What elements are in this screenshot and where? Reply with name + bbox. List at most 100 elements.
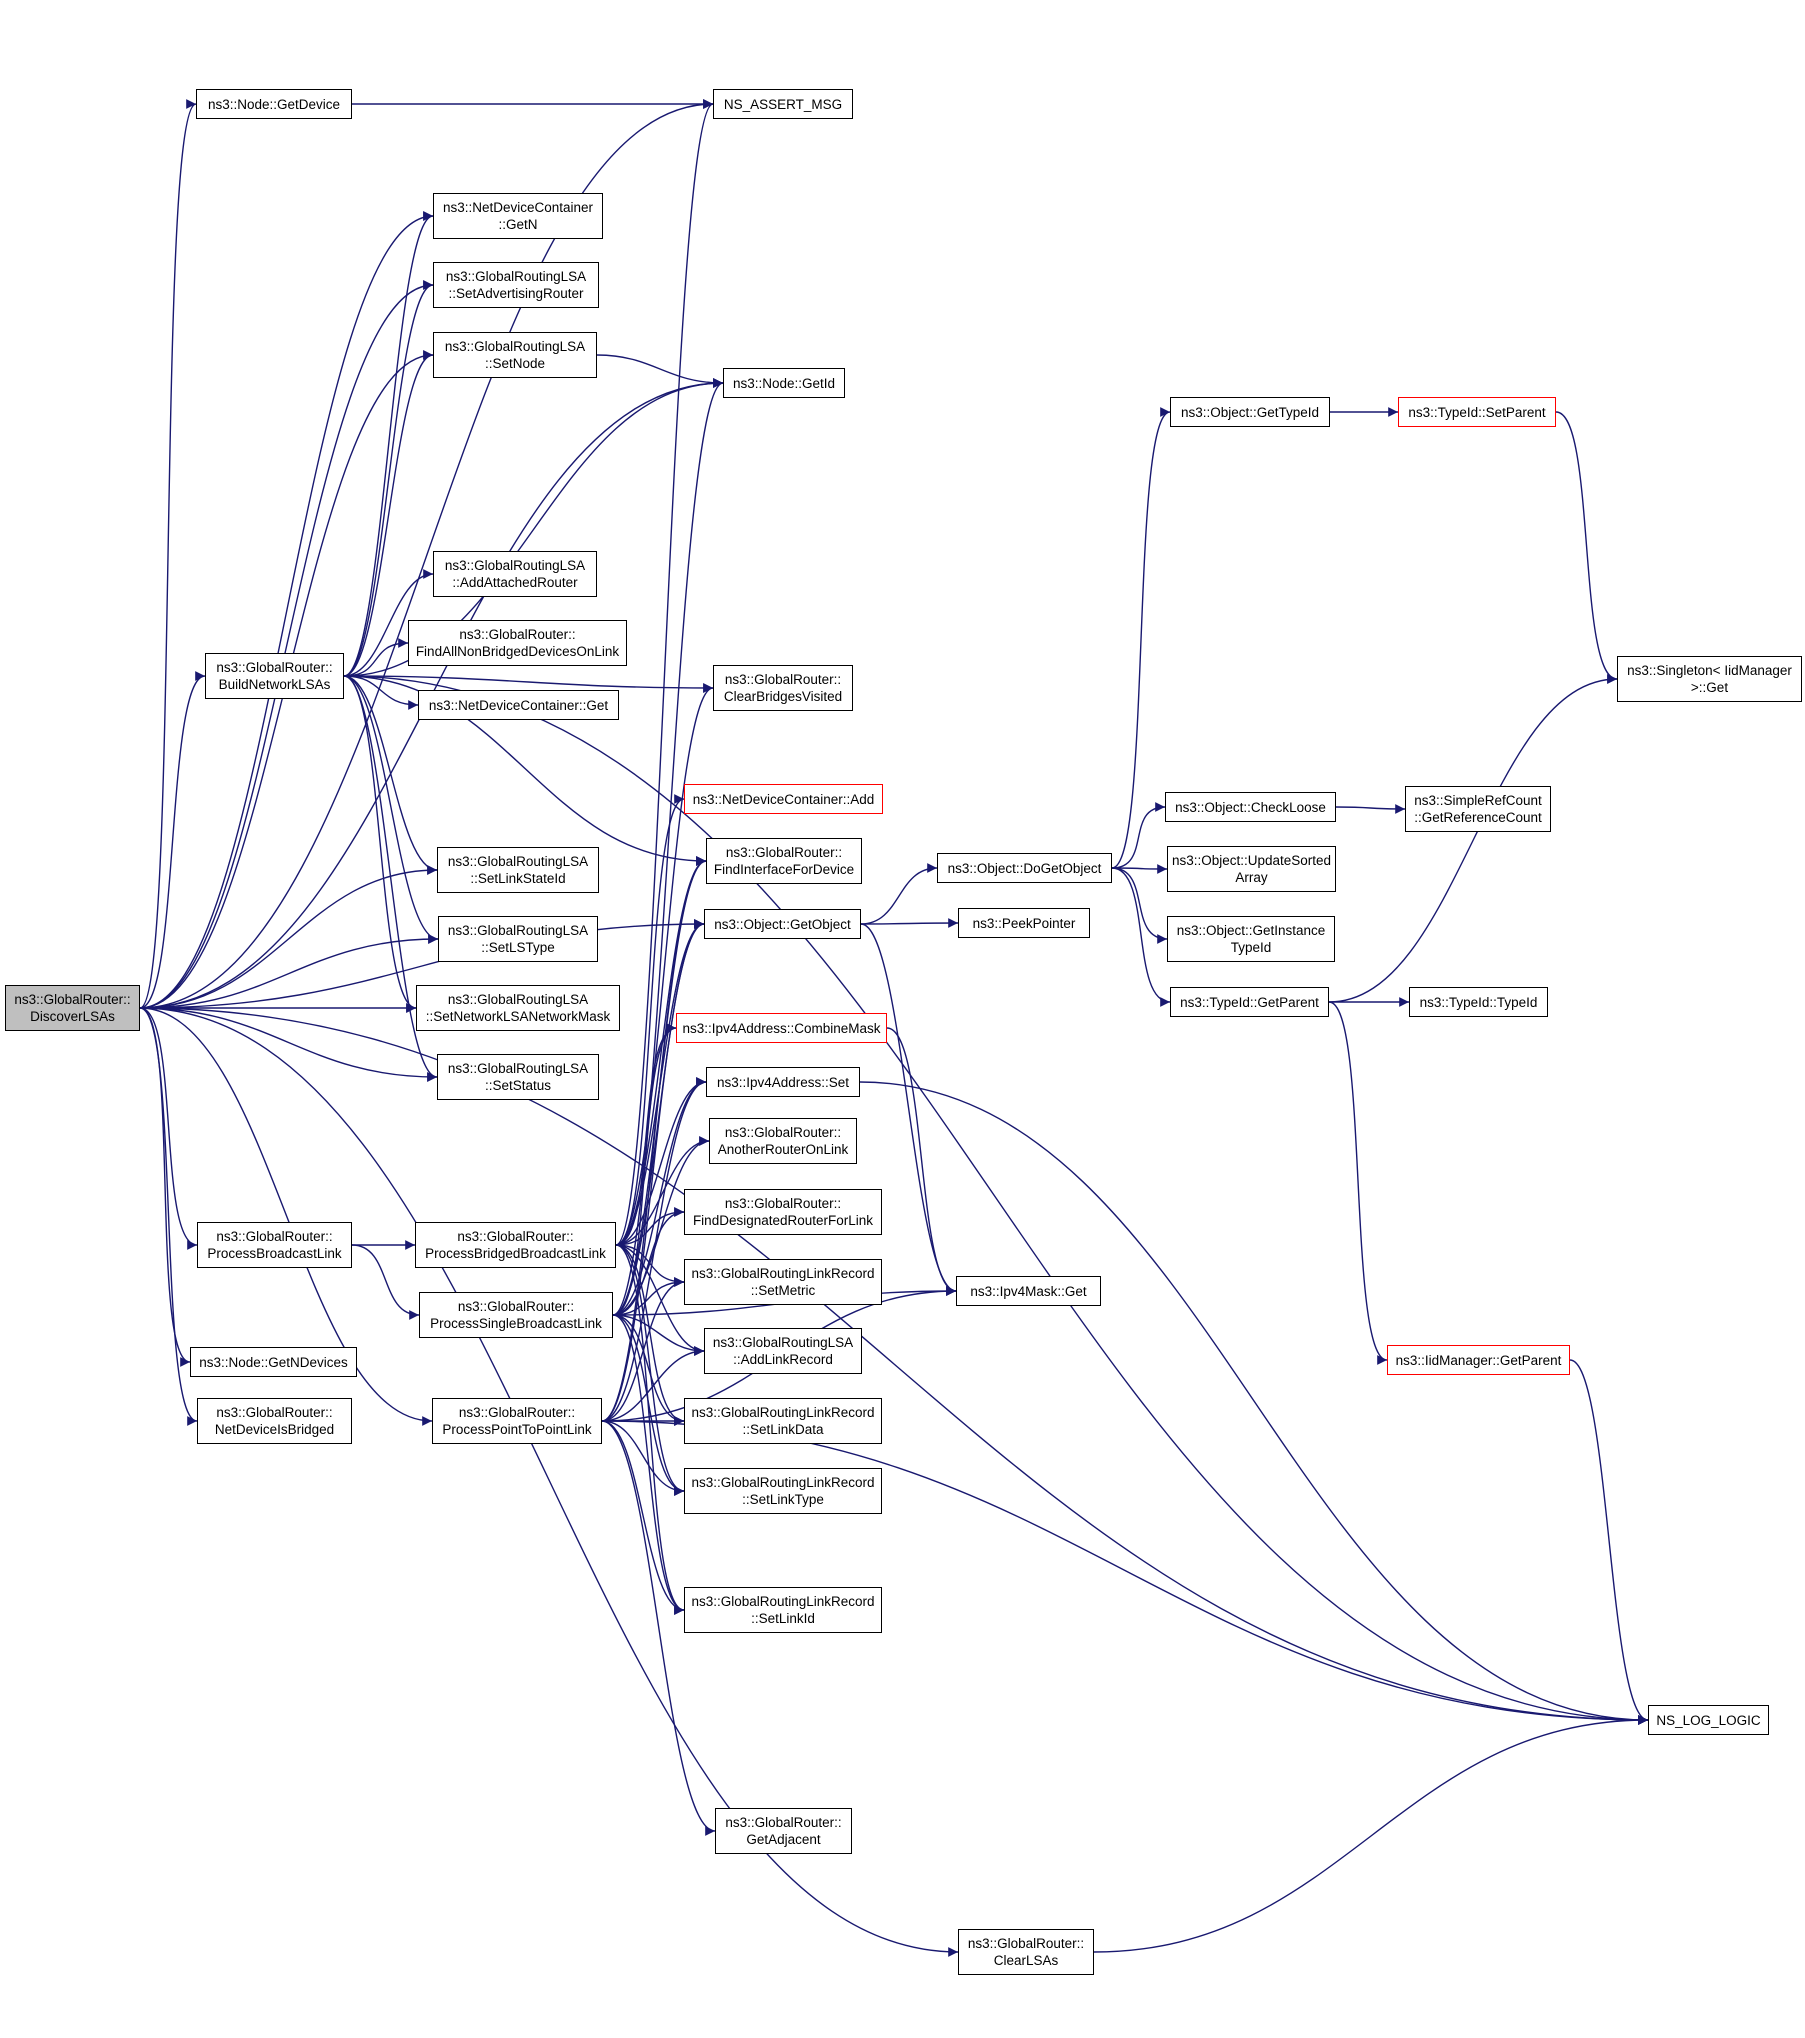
edge-gr-buildnetwork-to-gr-clearbridges <box>343 675 714 693</box>
edge-gr-buildnetwork-to-lsa-addattached <box>343 569 434 677</box>
node-gr-procsingle[interactable]: ns3::GlobalRouter::ProcessSingleBroadcas… <box>419 1292 613 1338</box>
node-label-line: ::SetNode <box>484 356 546 371</box>
node-typeid-setparent[interactable]: ns3::TypeId::SetParent <box>1398 397 1556 427</box>
edge-gr-procp2p-to-gr-getadjacent <box>601 1420 716 1836</box>
node-ipv4-set[interactable]: ns3::Ipv4Address::Set <box>706 1067 860 1097</box>
node-lsa-setlinkstateid[interactable]: ns3::GlobalRoutingLSA::SetLinkStateId <box>437 847 599 893</box>
node-label-line: ::SetLSType <box>481 940 555 955</box>
node-gr-anotherrouter[interactable]: ns3::GlobalRouter::AnotherRouterOnLink <box>709 1118 857 1164</box>
node-gr-findallnonbridged[interactable]: ns3::GlobalRouter::FindAllNonBridgedDevi… <box>408 620 627 666</box>
edge-gr-procbridged-to-assert <box>615 99 714 1246</box>
node-lsa-addlinkrecord[interactable]: ns3::GlobalRoutingLSA::AddLinkRecord <box>704 1328 862 1374</box>
edge-gr-procsingle-to-lr-setlinktype <box>612 1314 685 1496</box>
node-iidmanager-getparent[interactable]: ns3::IidManager::GetParent <box>1387 1345 1570 1375</box>
edge-iidmanager-getparent-to-ns-log-logic <box>1569 1359 1649 1725</box>
node-gr-finddesignated[interactable]: ns3::GlobalRouter::FindDesignatedRouterF… <box>684 1189 882 1235</box>
node-label-line: ns3::GlobalRoutingLSA <box>447 992 589 1007</box>
node-gr-getadjacent[interactable]: ns3::GlobalRouter::GetAdjacent <box>715 1808 852 1854</box>
node-label-line: ns3::GlobalRoutingLSA <box>447 854 589 869</box>
node-gr-clearlsas[interactable]: ns3::GlobalRouter::ClearLSAs <box>958 1929 1094 1975</box>
node-label-line: ns3::NetDeviceContainer::Get <box>428 697 609 713</box>
node-label-line: ns3::GlobalRouter:: <box>725 845 843 860</box>
node-label-line: ns3::GlobalRouter:: <box>725 1815 842 1830</box>
node-label-line: ns3::GlobalRouter:: <box>724 672 842 687</box>
node-getdevice[interactable]: ns3::Node::GetDevice <box>196 89 352 119</box>
node-simplerefcount[interactable]: ns3::SimpleRefCount::GetReferenceCount <box>1405 786 1551 832</box>
node-lsa-setnode[interactable]: ns3::GlobalRoutingLSA::SetNode <box>433 332 597 378</box>
node-lsa-setadv[interactable]: ns3::GlobalRoutingLSA::SetAdvertisingRou… <box>433 262 599 308</box>
edge-obj-dogetobject-to-typeid-getparent <box>1111 867 1171 1007</box>
node-root[interactable]: ns3::GlobalRouter::DiscoverLSAs <box>5 985 140 1031</box>
node-typeid-typeid[interactable]: ns3::TypeId::TypeId <box>1409 987 1548 1017</box>
edge-obj-getobject-to-ipv4mask-get <box>860 923 957 1296</box>
node-label-line: TypeId <box>1230 940 1272 955</box>
node-ipv4mask-get[interactable]: ns3::Ipv4Mask::Get <box>956 1276 1101 1306</box>
node-label-line: ns3::GlobalRoutingLSA <box>712 1335 854 1350</box>
node-label-line: ns3::GlobalRoutingLSA <box>447 923 589 938</box>
edge-gr-procp2p-to-lr-setlinkid <box>601 1420 685 1615</box>
edge-obj-getobject-to-obj-dogetobject <box>860 863 938 925</box>
edge-gr-procbridged-to-ipv4-set <box>615 1077 707 1246</box>
node-lr-setmetric[interactable]: ns3::GlobalRoutingLinkRecord::SetMetric <box>684 1259 882 1305</box>
edge-obj-dogetobject-to-obj-getinstance <box>1111 867 1168 944</box>
edge-gr-procsingle-to-lr-setlinkdata <box>612 1314 685 1426</box>
node-node-getndevices[interactable]: ns3::Node::GetNDevices <box>190 1347 357 1377</box>
node-label-line: DiscoverLSAs <box>30 1009 115 1024</box>
node-gr-procp2p[interactable]: ns3::GlobalRouter::ProcessPointToPointLi… <box>432 1398 602 1444</box>
node-gr-findiface[interactable]: ns3::GlobalRouter::FindInterfaceForDevic… <box>706 838 862 884</box>
edge-obj-dogetobject-to-obj-checkloose <box>1111 802 1166 869</box>
node-label-line: ::SetStatus <box>484 1078 552 1093</box>
node-label-line: ProcessPointToPointLink <box>442 1422 592 1437</box>
node-lsa-setnetmask[interactable]: ns3::GlobalRoutingLSA::SetNetworkLSANetw… <box>416 985 620 1031</box>
node-label-line: ns3::NetDeviceContainer::Add <box>692 791 875 807</box>
edge-typeid-getparent-to-iidmanager-getparent <box>1328 1001 1388 1365</box>
node-label-line: ns3::Object::GetTypeId <box>1180 404 1320 420</box>
node-obj-gettypeid[interactable]: ns3::Object::GetTypeId <box>1170 397 1330 427</box>
node-label-line: ProcessSingleBroadcastLink <box>430 1316 602 1331</box>
node-gr-procbridged[interactable]: ns3::GlobalRouter::ProcessBridgedBroadca… <box>415 1222 616 1268</box>
node-ipv4-combinemask[interactable]: ns3::Ipv4Address::CombineMask <box>676 1013 887 1043</box>
node-gr-procbroadcast[interactable]: ns3::GlobalRouter::ProcessBroadcastLink <box>197 1222 352 1268</box>
node-gr-netdevbridged[interactable]: ns3::GlobalRouter::NetDeviceIsBridged <box>197 1398 352 1444</box>
node-typeid-getparent[interactable]: ns3::TypeId::GetParent <box>1170 987 1329 1017</box>
node-label-line: ns3::GlobalRoutingLinkRecord <box>691 1594 875 1609</box>
node-lr-setlinkdata[interactable]: ns3::GlobalRoutingLinkRecord::SetLinkDat… <box>684 1398 882 1444</box>
node-lsa-setstatus[interactable]: ns3::GlobalRoutingLSA::SetStatus <box>437 1054 599 1100</box>
node-lsa-setlstype[interactable]: ns3::GlobalRoutingLSA::SetLSType <box>438 916 598 962</box>
node-assert[interactable]: NS_ASSERT_MSG <box>713 89 853 119</box>
node-label-line: ::GetN <box>498 217 538 232</box>
node-ndc-add[interactable]: ns3::NetDeviceContainer::Add <box>684 784 883 814</box>
node-label-line: ns3::Ipv4Address::CombineMask <box>682 1020 881 1036</box>
node-node-getid[interactable]: ns3::Node::GetId <box>723 368 845 398</box>
edge-obj-getobject-to-peekpointer <box>860 918 959 928</box>
node-singleton-get[interactable]: ns3::Singleton< IidManager>::Get <box>1617 656 1802 702</box>
node-label-line: FindAllNonBridgedDevicesOnLink <box>415 644 620 659</box>
node-gr-buildnetwork[interactable]: ns3::GlobalRouter::BuildNetworkLSAs <box>205 653 344 699</box>
edge-gr-procsingle-to-gr-finddesignated <box>612 1207 685 1316</box>
node-label-line: ClearLSAs <box>993 1953 1059 1968</box>
node-obj-getobject[interactable]: ns3::Object::GetObject <box>704 909 861 939</box>
node-ndc-getn[interactable]: ns3::NetDeviceContainer::GetN <box>433 193 603 239</box>
edge-gr-procp2p-to-lr-setmetric <box>601 1277 685 1422</box>
node-label-line: ns3::GlobalRouter:: <box>967 1936 1085 1951</box>
edge-root-to-ndc-getn <box>139 211 434 1009</box>
node-label-line: ns3::PeekPointer <box>972 915 1076 931</box>
node-ns-log-logic[interactable]: NS_LOG_LOGIC <box>1648 1705 1769 1735</box>
node-label-line: ns3::GlobalRouter:: <box>457 1299 575 1314</box>
node-obj-dogetobject[interactable]: ns3::Object::DoGetObject <box>937 853 1112 883</box>
node-peekpointer[interactable]: ns3::PeekPointer <box>958 908 1090 938</box>
node-lsa-addattached[interactable]: ns3::GlobalRoutingLSA::AddAttachedRouter <box>433 551 597 597</box>
node-gr-clearbridges[interactable]: ns3::GlobalRouter::ClearBridgesVisited <box>713 665 853 711</box>
node-label-line: ns3::Ipv4Address::Set <box>716 1074 850 1090</box>
node-label-line: NetDeviceIsBridged <box>214 1422 335 1437</box>
node-label-line: ns3::IidManager::GetParent <box>1395 1352 1562 1368</box>
node-lr-setlinkid[interactable]: ns3::GlobalRoutingLinkRecord::SetLinkId <box>684 1587 882 1633</box>
node-lr-setlinktype[interactable]: ns3::GlobalRoutingLinkRecord::SetLinkTyp… <box>684 1468 882 1514</box>
node-obj-checkloose[interactable]: ns3::Object::CheckLoose <box>1165 792 1336 822</box>
node-ndc-get[interactable]: ns3::NetDeviceContainer::Get <box>418 690 619 720</box>
edge-gr-procp2p-to-ipv4-set <box>601 1077 707 1422</box>
node-label-line: ns3::Node::GetDevice <box>207 96 341 112</box>
node-label-line: BuildNetworkLSAs <box>218 677 331 692</box>
